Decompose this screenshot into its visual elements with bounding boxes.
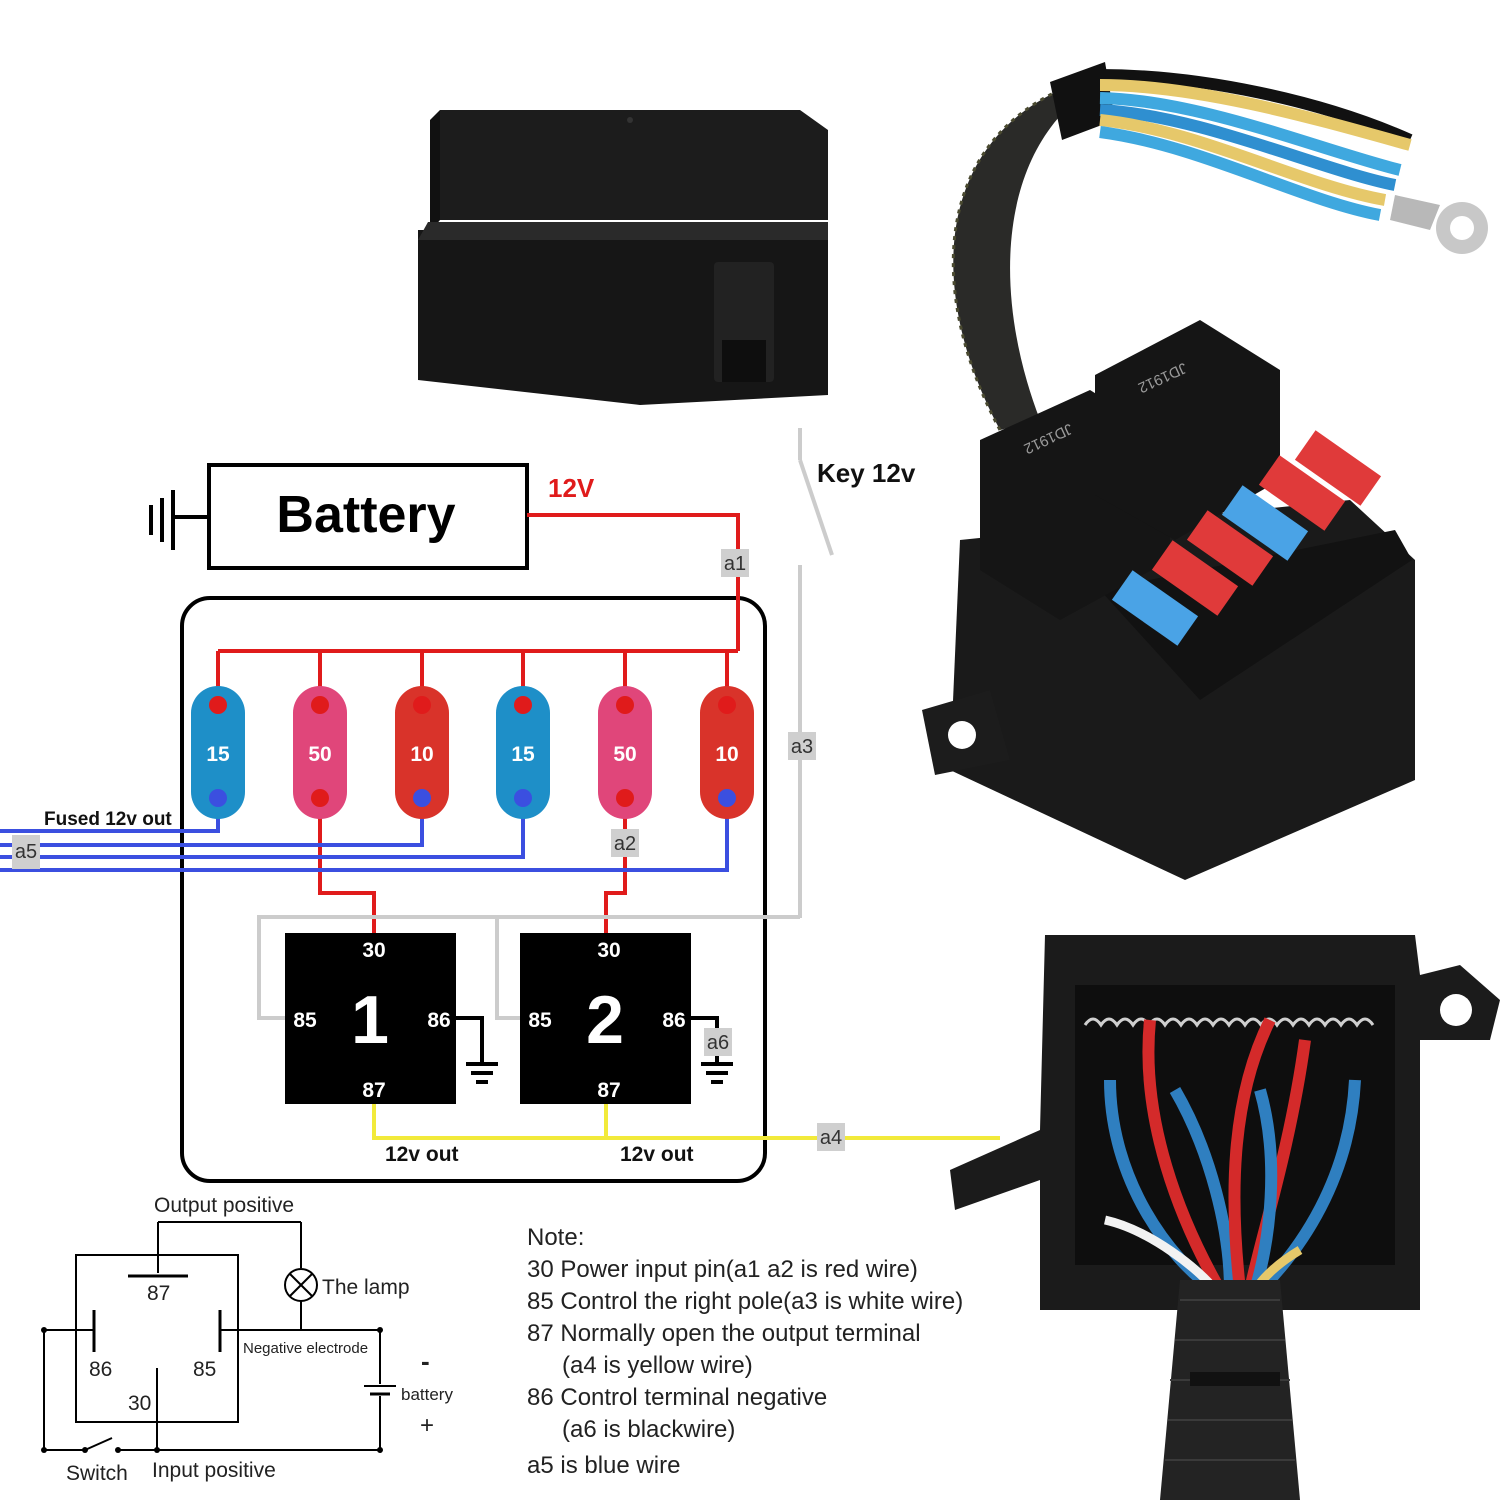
fuse-top-contact: [413, 696, 431, 714]
tag-a2: a2: [614, 833, 636, 855]
note-line-2: 85 Control the right pole(a3 is white wi…: [527, 1288, 963, 1315]
relay-pin-87: 87: [597, 1079, 620, 1102]
relay-out-label: 12v out: [385, 1143, 459, 1166]
fuse-rating: 15: [511, 743, 535, 766]
relay-body: [520, 933, 691, 1104]
fuse-bottom-contact: [514, 789, 532, 807]
plus-sign: +: [420, 1412, 434, 1439]
key-switch: Key 12v: [798, 428, 916, 918]
relay-pin-86: 86: [662, 1009, 685, 1032]
fuse-4: 15: [496, 686, 550, 819]
fuse-bottom-contact: [209, 789, 227, 807]
schematic-pin-87: 87: [147, 1282, 170, 1305]
relay-2: 30 85 86 87 2 12v out: [520, 933, 694, 1166]
yellow-output-wire: [372, 1103, 1000, 1140]
fuse-row: 15 50 10 15 50 10: [191, 686, 754, 819]
note-line-4: (a4 is yellow wire): [562, 1352, 753, 1379]
fuse-top-contact: [718, 696, 736, 714]
fuse-rating: 50: [613, 743, 636, 766]
fuse-bottom-contact: [718, 789, 736, 807]
battery-voltage: 12V: [548, 473, 595, 503]
relay-pin-30: 30: [597, 939, 620, 962]
schematic-pin-85: 85: [193, 1358, 216, 1381]
relay-schematic: Output positive 87 The lamp 86 85 Negati…: [41, 1194, 453, 1485]
fuse-body: [395, 686, 449, 819]
fuse-block-outline: [180, 596, 767, 1183]
white-control-wires: [257, 915, 800, 1020]
note-line-5: 86 Control terminal negative: [527, 1384, 827, 1411]
relay-pin-85: 85: [293, 1009, 317, 1032]
lamp-label: The lamp: [322, 1276, 410, 1299]
schematic-battery-label: battery: [401, 1385, 453, 1404]
tag-a4: a4: [820, 1127, 842, 1149]
note-line-7: a5 is blue wire: [527, 1452, 680, 1479]
relay-pin-86: 86: [427, 1009, 450, 1032]
minus-sign: -: [421, 1346, 430, 1376]
fuse-3: 10: [395, 686, 449, 819]
note-line-3: 87 Normally open the output terminal: [527, 1320, 921, 1347]
relay-number: 2: [586, 982, 624, 1058]
fuse-rating: 50: [308, 743, 331, 766]
switch-label: Switch: [66, 1462, 128, 1485]
notes: Note: 30 Power input pin(a1 a2 is red wi…: [527, 1224, 963, 1479]
fuse-body: [496, 686, 550, 819]
schematic-pin-30: 30: [128, 1392, 151, 1415]
fuse-rating: 10: [715, 743, 738, 766]
fuse-top-contact: [616, 696, 634, 714]
fuse-top-contact: [311, 696, 329, 714]
schematic-pin-86: 86: [89, 1358, 112, 1381]
fuse-1: 15: [191, 686, 245, 819]
relay-pin-85: 85: [528, 1009, 552, 1032]
fuse-rating: 10: [410, 743, 433, 766]
fuse-box-cover-photo: [418, 110, 828, 405]
output-positive-label: Output positive: [154, 1194, 294, 1217]
input-positive-label: Input positive: [152, 1459, 276, 1482]
fuse-bottom-contact: [311, 789, 329, 807]
tag-a5: a5: [15, 841, 37, 863]
fuse-bottom-contact: [413, 789, 431, 807]
fuse-rating: 15: [206, 743, 230, 766]
relay-row: 30 85 86 87 1 12v out 30 85 86 87 2 12v out: [285, 933, 694, 1166]
fuse-body: [700, 686, 754, 819]
relay-out-label: 12v out: [620, 1143, 694, 1166]
wire-tags: a1 a3 a2 a5 a6 a4: [12, 549, 845, 1151]
battery-label: Battery: [276, 486, 455, 544]
relay-1: 30 85 86 87 1 12v out: [285, 933, 459, 1166]
note-heading: Note:: [527, 1224, 584, 1251]
relay-number: 1: [351, 982, 389, 1058]
fuse-bottom-contact: [616, 789, 634, 807]
relay-body: [285, 933, 456, 1104]
tag-a3: a3: [791, 736, 813, 758]
fuse-body: [293, 686, 347, 819]
fuse-top-contact: [209, 696, 227, 714]
tag-a6: a6: [707, 1032, 729, 1054]
assembled-fuse-box-photo: JD1912 JD1912: [922, 62, 1488, 880]
fuse-body: [191, 686, 245, 819]
key-label: Key 12v: [817, 458, 916, 488]
fuse-body: [598, 686, 652, 819]
fuse-2: 50: [293, 686, 347, 819]
fuse-box-underside-photo: [950, 935, 1500, 1500]
relay-pin-30: 30: [362, 939, 385, 962]
fuse-top-contact: [514, 696, 532, 714]
negative-electrode-label: Negative electrode: [243, 1340, 368, 1357]
fuse-5: 50: [598, 686, 652, 819]
note-line-6: (a6 is blackwire): [562, 1416, 735, 1443]
fused-out-label: Fused 12v out: [44, 809, 172, 830]
note-line-1: 30 Power input pin(a1 a2 is red wire): [527, 1256, 918, 1283]
relay-pin-87: 87: [362, 1079, 385, 1102]
fuse-6: 10: [700, 686, 754, 819]
ground-wires: [456, 1016, 733, 1084]
tag-a1: a1: [724, 553, 746, 575]
